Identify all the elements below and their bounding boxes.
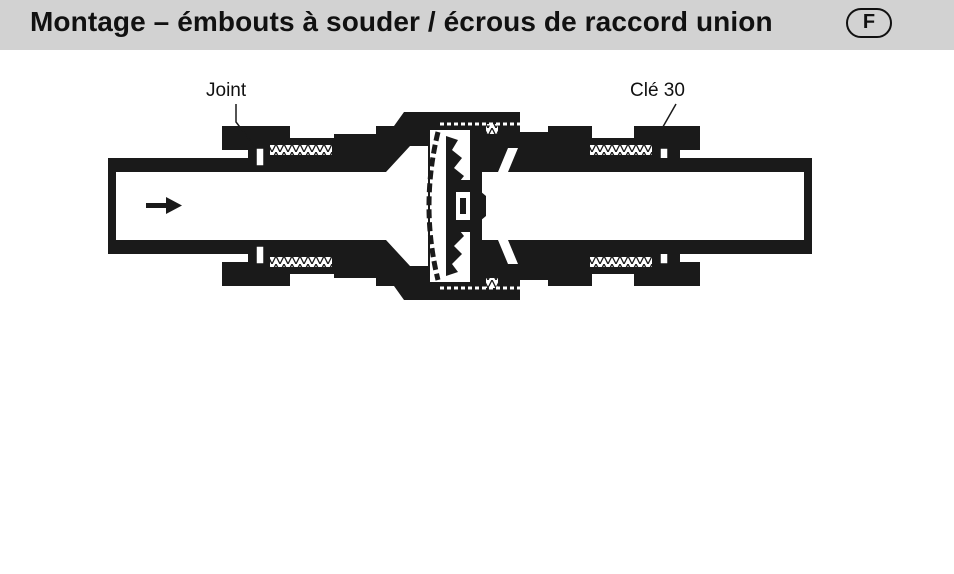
right-union-nut — [508, 126, 700, 286]
flow-direction-arrow — [146, 197, 182, 214]
header-bar: Montage – émbouts à souder / écrous de r… — [0, 0, 954, 50]
valve-body — [334, 112, 548, 300]
left-pipe — [108, 158, 268, 254]
left-seal-bottom — [255, 245, 265, 265]
left-seal-top — [255, 147, 265, 167]
seal-label: Joint — [206, 80, 247, 101]
left-union-nut — [222, 126, 334, 286]
wrench-size-label: Clé 30 — [630, 80, 685, 101]
language-badge: F — [846, 8, 892, 38]
right-pipe — [656, 158, 812, 254]
wrench-leader-line — [659, 103, 677, 133]
page-title: Montage – émbouts à souder / écrous de r… — [30, 6, 773, 37]
seal-leader-line — [235, 104, 257, 149]
